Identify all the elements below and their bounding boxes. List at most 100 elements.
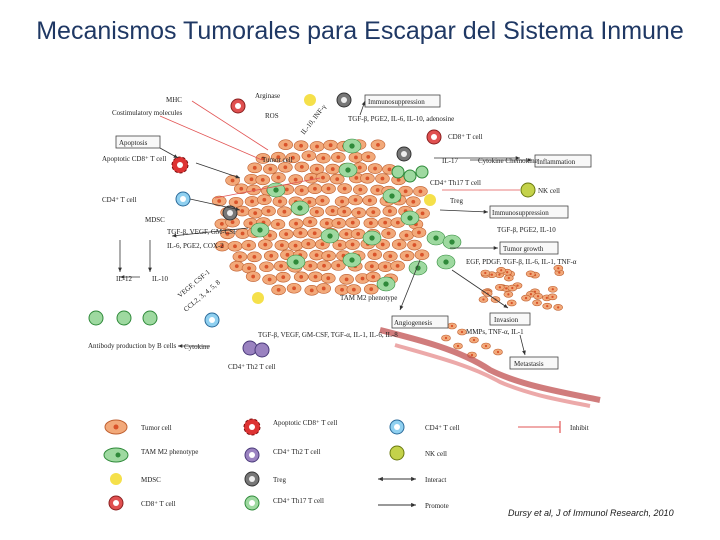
slide-title: Mecanismos Tumorales para Escapar del Si… xyxy=(36,17,684,45)
metastatic-tumor-cell xyxy=(481,342,491,350)
tumor-cell xyxy=(247,207,263,219)
legend-label: Promote xyxy=(425,502,449,510)
invasion-tumor-cell xyxy=(553,304,563,311)
invasion-tumor-cell xyxy=(480,269,491,277)
arginase-mdsc xyxy=(304,94,316,106)
costimulatory-label: Costimulatory molecules xyxy=(112,109,182,117)
tumor-cell xyxy=(301,150,317,162)
tumor-cell xyxy=(293,227,308,239)
arginase-label: Arginase xyxy=(255,92,280,100)
tumor-cell xyxy=(323,139,338,151)
tumor-cell xyxy=(351,207,367,218)
tumor-cell xyxy=(348,152,364,163)
cytokine-chemokine-label: Cytokine Chemokine xyxy=(478,157,538,165)
tumor-cell xyxy=(275,271,291,283)
metastatic-tumor-cell xyxy=(457,328,467,336)
tgf-vegf-label: TGF-β, VEGF, GM-CSF xyxy=(167,228,237,236)
tumor-cell xyxy=(309,249,324,261)
tam-cell-cluster xyxy=(250,138,462,292)
legend-th17: CD4⁺ Th17 T cell xyxy=(244,495,324,511)
metastatic-tumor-cell xyxy=(447,322,457,330)
legend-treg: Treg xyxy=(244,471,286,487)
tumor-cell xyxy=(365,206,381,218)
mhc-label: MHC xyxy=(166,96,182,104)
apoptosis-label: Apoptosis xyxy=(119,139,148,147)
il6-pge2-label: IL-6, PGE2, COX-2 xyxy=(167,242,224,250)
tumor-cell xyxy=(399,230,414,241)
th17-label: CD4⁺ Th17 T cell xyxy=(430,179,481,187)
nk-cell xyxy=(520,182,536,198)
mmps-label: MMPs, TNF-α, IL-1 xyxy=(466,328,524,336)
tumor-growth-box xyxy=(499,241,559,255)
invasion-tumor-cell xyxy=(504,274,514,282)
legend-label: TAM M2 phenotype xyxy=(141,448,198,456)
tumor-cell xyxy=(293,140,309,152)
tumor-cell xyxy=(364,260,380,272)
apoptotic-cd8-label: Apoptotic CD8⁺ T cell xyxy=(102,155,166,163)
treg-middle xyxy=(396,146,412,162)
tumor-cell xyxy=(302,260,318,272)
tumor-cell xyxy=(316,152,331,164)
tumor-cell xyxy=(278,228,294,240)
tumor-cell xyxy=(365,271,381,283)
invasion-tumor-cell xyxy=(506,299,517,307)
tumor-cell xyxy=(294,161,310,173)
tumor-cell xyxy=(321,250,336,262)
legend-label: CD4⁺ Th17 T cell xyxy=(273,497,324,505)
tumor-cell xyxy=(375,173,390,184)
cd4-t-cell-bottom xyxy=(204,312,220,328)
legend-cd8: CD8⁺ T cell xyxy=(108,495,176,511)
inflammation-label: Inflammation xyxy=(537,158,576,166)
tumor-cell xyxy=(274,239,290,251)
tumor-cell xyxy=(302,216,318,228)
tam-cell xyxy=(250,222,270,238)
legend-label: MDSC xyxy=(141,476,161,484)
cd8-right-label: CD8⁺ T cell xyxy=(448,133,483,141)
legend-tumor: Tumor cell xyxy=(104,419,172,435)
th2-label: CD4⁺ Th2 T cell xyxy=(228,363,276,371)
legend-label: NK cell xyxy=(425,450,447,458)
tumor-cell xyxy=(259,261,274,273)
tam-cell xyxy=(290,200,310,216)
apoptotic-cd8-cell xyxy=(171,156,189,174)
tgf-bottom-label: TGF-β, VEGF, GM-CSF, TGF-α, IL-1, IL-6, … xyxy=(258,331,398,339)
tumor-cell xyxy=(363,283,379,295)
tgf-pge2-label: TGF-β, PGE2, IL-10 xyxy=(497,226,556,234)
treg-top xyxy=(336,92,352,108)
il10-label: IL-10 xyxy=(152,275,168,283)
invasion-cell-cluster xyxy=(433,264,565,359)
invasion-tumor-cell xyxy=(496,267,506,274)
tumor-cell xyxy=(263,250,279,262)
tumor-cell xyxy=(329,173,345,185)
tumor-cell xyxy=(413,186,428,197)
tumor-cell xyxy=(220,228,235,240)
tumor-cell xyxy=(261,205,276,217)
tumor-cell xyxy=(263,163,278,175)
tumor-cell xyxy=(414,249,430,261)
tumor-cell xyxy=(288,240,303,251)
invasion-tumor-cell xyxy=(547,285,558,293)
tumor-cell xyxy=(316,283,332,294)
lymphocyte-markers xyxy=(88,92,536,358)
metastatic-tumor-cell xyxy=(493,348,503,356)
tumor-cell xyxy=(360,151,376,163)
immunosuppression-label: Immunosuppression xyxy=(368,98,425,106)
tumor-cell xyxy=(370,139,386,151)
tumor-cell-cluster xyxy=(211,139,430,296)
invasion-tumor-cell xyxy=(478,296,489,303)
tumor-cell xyxy=(378,261,393,272)
tumor-cell xyxy=(315,172,331,183)
tumor-cell xyxy=(406,196,421,208)
tumor-cell xyxy=(382,205,398,217)
tumor-cell xyxy=(255,153,271,164)
cytokine-label: Cytokine xyxy=(184,343,210,351)
tumor-cell xyxy=(309,141,325,152)
mdsc-cell xyxy=(252,292,264,304)
legend-apoptotic: Apoptotic CD8⁺ T cell xyxy=(243,418,337,436)
tumor-cell xyxy=(244,196,260,207)
tumor-cell xyxy=(288,218,304,229)
legend-label: Tumor cell xyxy=(141,424,172,432)
tumor-cell xyxy=(277,206,292,218)
citation: Dursy et al, J of Immunol Research, 2010 xyxy=(508,508,674,518)
legend-label: Treg xyxy=(273,476,286,484)
